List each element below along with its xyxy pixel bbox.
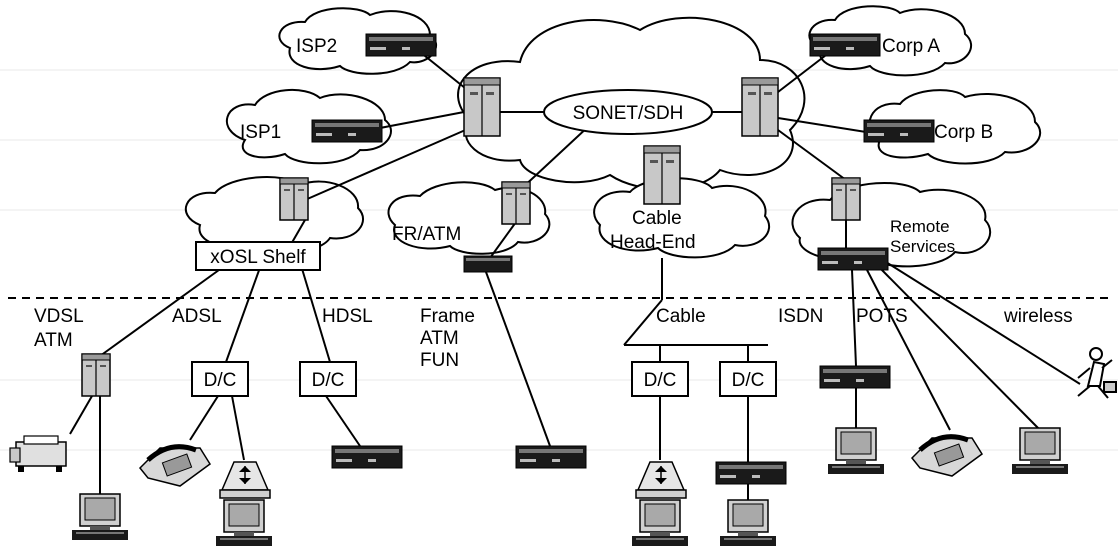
isp1-label: ISP1	[240, 122, 281, 143]
telephone-icon	[140, 447, 210, 486]
dc-label: D/C	[644, 370, 677, 391]
cable-router	[715, 461, 787, 485]
vdsl-switch	[81, 353, 111, 397]
fun-label: FUN	[420, 350, 459, 371]
computer-icon	[631, 499, 689, 547]
printer-icon	[9, 435, 67, 472]
cable-headend-switch	[643, 145, 681, 205]
xdsl-switch	[279, 177, 309, 221]
corp-a-cloud	[808, 5, 972, 77]
atm-label: ATM	[34, 330, 73, 351]
fr-atm-switch	[501, 181, 531, 225]
dc-label: D/C	[732, 370, 765, 391]
dc-label: D/C	[312, 370, 345, 391]
pots-label: POTS	[856, 306, 908, 327]
modem-icon	[635, 461, 687, 499]
cable-headend-label-2: Head-End	[610, 232, 696, 253]
modem-icon	[219, 461, 271, 499]
core-switch-left	[463, 77, 501, 137]
dc-label: D/C	[204, 370, 237, 391]
wireless-label: wireless	[1003, 306, 1073, 327]
sonet-label: SONET/SDH	[573, 103, 684, 124]
corp-b-cloud	[868, 89, 1042, 165]
dc-box-cable-2: D/C	[719, 361, 777, 397]
core-switch-right	[741, 77, 779, 137]
xdsl-shelf-label: xOSL Shelf	[210, 247, 306, 268]
corp-a-label: Corp A	[882, 36, 940, 57]
remote-label-1: Remote	[890, 217, 950, 236]
isp2-label: ISP2	[296, 36, 337, 57]
remote-label-2: Services	[890, 237, 955, 256]
computer-icon	[719, 499, 777, 547]
dc-box-cable-1: D/C	[631, 361, 689, 397]
fr-atm-router	[463, 255, 513, 273]
hdsl-router	[331, 445, 403, 469]
remote-router	[817, 247, 889, 271]
cable-headend-label-1: Cable	[632, 208, 682, 229]
telephone-icon	[912, 437, 982, 476]
xdsl-shelf-box	[195, 241, 321, 271]
computer-icon	[215, 499, 273, 547]
dc-box-adsl: D/C	[191, 361, 249, 397]
cable-label: Cable	[656, 306, 706, 327]
frame-router	[515, 445, 587, 469]
frame-atm-label: ATM	[420, 328, 459, 349]
remote-switch	[831, 177, 861, 221]
corp-a-router	[809, 33, 881, 57]
cable-cloud	[593, 177, 771, 259]
isp2-router	[365, 33, 437, 57]
frame-label: Frame	[420, 306, 475, 327]
corp-b-label: Corp B	[934, 122, 993, 143]
mobile-user-icon	[1077, 347, 1117, 399]
hdsl-label: HDSL	[322, 306, 373, 327]
isp1-cloud	[225, 88, 392, 165]
computer-icon	[827, 427, 885, 475]
sonet-ellipse	[543, 89, 713, 135]
isdn-router	[819, 365, 891, 389]
computer-icon	[71, 493, 129, 541]
fr-atm-label: FR/ATM	[392, 224, 461, 245]
dc-box-hdsl: D/C	[299, 361, 357, 397]
isp1-router	[311, 119, 383, 143]
isdn-label: ISDN	[778, 306, 823, 327]
computer-icon	[1011, 427, 1069, 475]
vdsl-label: VDSL	[34, 306, 84, 327]
corp-b-router	[863, 119, 935, 143]
adsl-label: ADSL	[172, 306, 222, 327]
